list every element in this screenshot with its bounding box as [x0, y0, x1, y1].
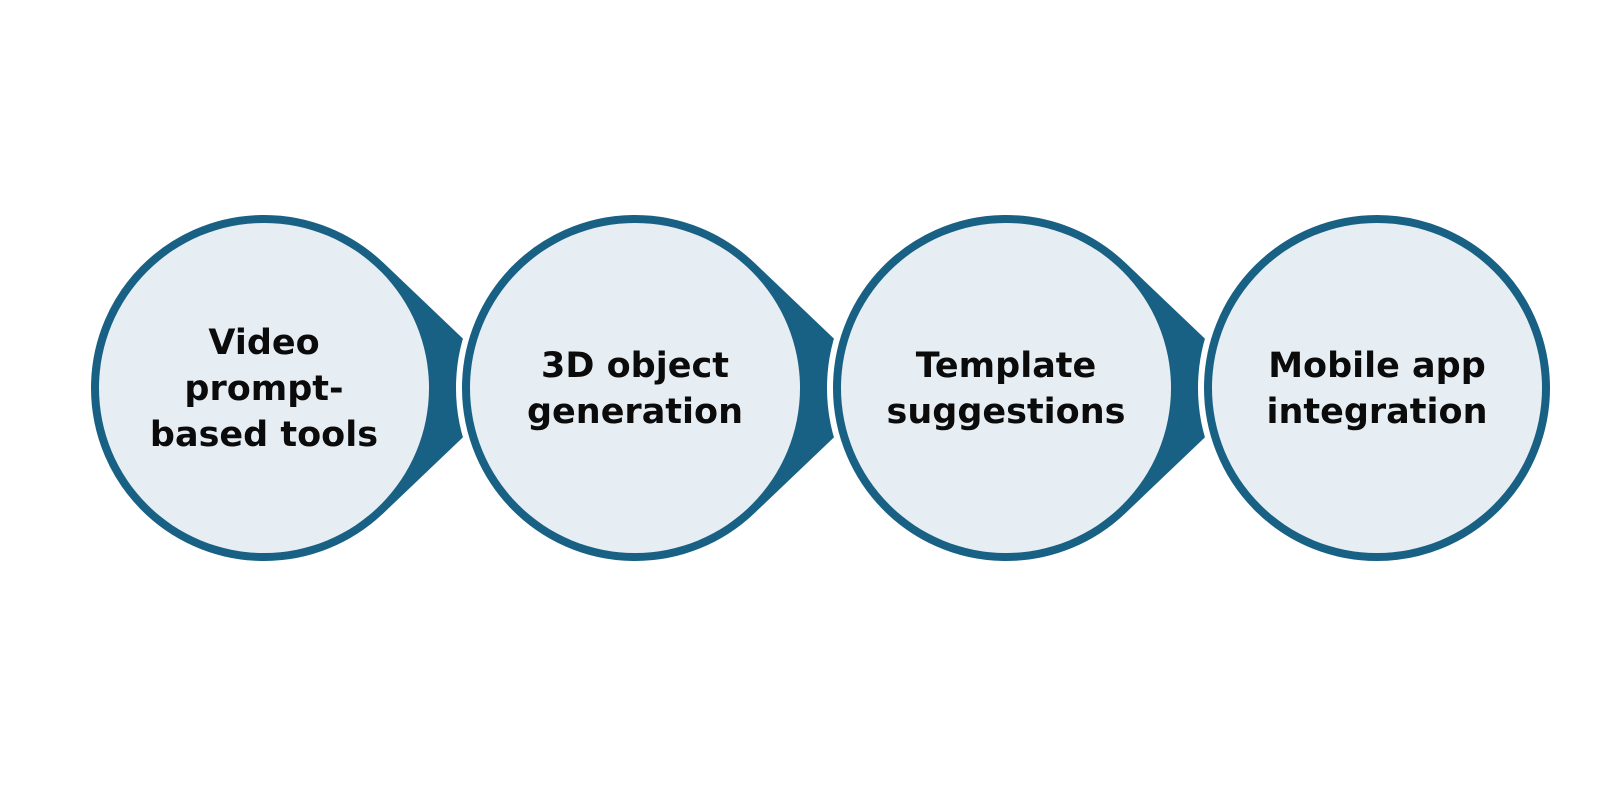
- step-circle: [99, 223, 429, 553]
- process-step: [1198, 209, 1556, 567]
- step-circle: [841, 223, 1171, 553]
- process-step: [85, 209, 524, 567]
- step-label: Mobile app integration: [1266, 346, 1487, 432]
- step-label: Video prompt-based tools: [150, 323, 378, 455]
- step-circle: [1212, 223, 1542, 553]
- step-shapes: [85, 209, 1556, 567]
- step-label-line: integration: [1266, 392, 1487, 432]
- step-label: 3D object generation: [527, 346, 743, 432]
- process-step: [827, 209, 1266, 567]
- step-labels: Video prompt-based tools 3D object generati…: [150, 323, 1488, 455]
- step-label-line: suggestions: [887, 392, 1126, 432]
- step-label-line: generation: [527, 392, 743, 432]
- step-circle: [470, 223, 800, 553]
- step-label-line: based tools: [150, 415, 378, 455]
- step-label-line: Video: [208, 323, 319, 363]
- step-label-line: prompt-: [184, 369, 343, 409]
- step-label-line: Mobile app: [1268, 346, 1486, 386]
- step-label-line: Template: [916, 346, 1097, 386]
- step-label: Template suggestions: [887, 346, 1126, 432]
- step-label-line: 3D object: [541, 346, 729, 386]
- process-step: [456, 209, 895, 567]
